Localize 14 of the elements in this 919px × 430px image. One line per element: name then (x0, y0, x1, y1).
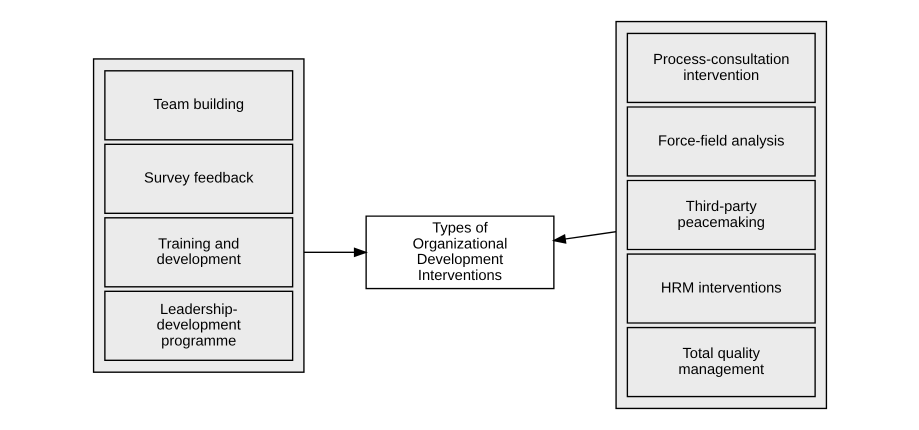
node-box: Leadership-development programme (104, 290, 293, 361)
node-box: Training and development (104, 217, 293, 288)
arrow (303, 247, 368, 258)
node-box: Team building (104, 70, 293, 140)
cluster (614, 20, 827, 410)
node-box: Total quality management (626, 326, 816, 398)
node-box: Survey feedback (104, 144, 293, 214)
node-box: Types of Organizational Development Interventions (364, 215, 554, 290)
arrow (551, 230, 616, 244)
cluster (92, 58, 304, 373)
node-box: HRM interventions (626, 253, 816, 324)
node-box: Third-party peacemaking (626, 180, 816, 250)
node-box: Force-field analysis (626, 106, 816, 177)
node-box: Process-consultation intervention (626, 32, 816, 104)
